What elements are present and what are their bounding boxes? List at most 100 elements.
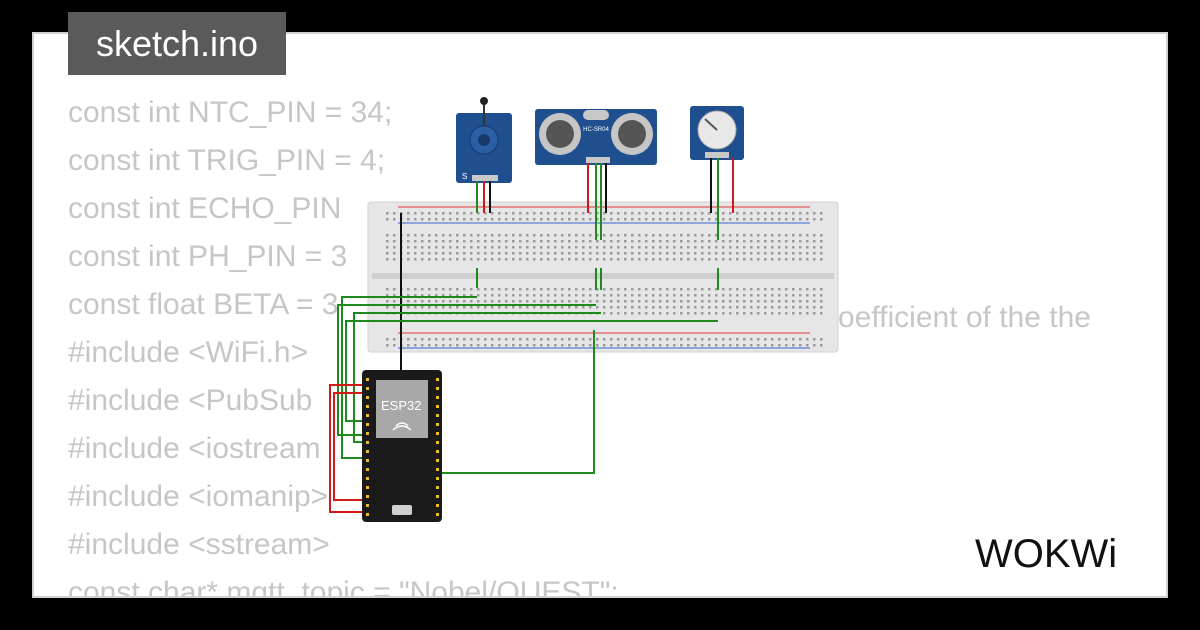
breadboard-hole (806, 344, 809, 347)
breadboard-hole (617, 306, 620, 309)
breadboard-hole (771, 258, 774, 261)
potentiometer-module[interactable] (690, 106, 744, 160)
breadboard-hole (722, 240, 725, 243)
breadboard-hole (673, 252, 676, 255)
breadboard-hole (393, 344, 396, 347)
breadboard-hole (624, 212, 627, 215)
breadboard-hole (491, 212, 494, 215)
breadboard-hole (519, 300, 522, 303)
breadboard-hole (575, 212, 578, 215)
breadboard-hole (785, 246, 788, 249)
breadboard-hole (799, 338, 802, 341)
breadboard[interactable] (367, 201, 839, 353)
breadboard-hole (582, 258, 585, 261)
esp32-pin (366, 486, 369, 489)
breadboard-hole (673, 240, 676, 243)
breadboard-hole (505, 294, 508, 297)
breadboard-hole (687, 344, 690, 347)
breadboard-hole (701, 306, 704, 309)
breadboard-hole (806, 240, 809, 243)
breadboard-hole (575, 288, 578, 291)
breadboard-hole (498, 288, 501, 291)
breadboard-hole (799, 294, 802, 297)
breadboard-hole (736, 288, 739, 291)
breadboard-hole (680, 344, 683, 347)
breadboard-hole (484, 300, 487, 303)
breadboard-hole (435, 344, 438, 347)
breadboard-hole (456, 252, 459, 255)
breadboard-hole (435, 294, 438, 297)
breadboard-hole (750, 306, 753, 309)
breadboard-hole (617, 252, 620, 255)
breadboard-hole (680, 246, 683, 249)
breadboard-hole (785, 218, 788, 221)
breadboard-hole (568, 252, 571, 255)
breadboard-hole (701, 312, 704, 315)
breadboard-hole (512, 218, 515, 221)
breadboard-hole (491, 234, 494, 237)
breadboard-hole (596, 246, 599, 249)
breadboard-hole (778, 288, 781, 291)
breadboard-hole (631, 246, 634, 249)
breadboard-hole (421, 212, 424, 215)
breadboard-hole (792, 246, 795, 249)
breadboard-hole (687, 300, 690, 303)
breadboard-hole (498, 252, 501, 255)
breadboard-hole (491, 258, 494, 261)
breadboard-hole (582, 252, 585, 255)
breadboard-hole (659, 240, 662, 243)
breadboard-hole (631, 258, 634, 261)
ntc-sensor-module[interactable]: S (456, 97, 512, 183)
breadboard-hole (561, 218, 564, 221)
breadboard-hole (806, 288, 809, 291)
breadboard-hole (652, 344, 655, 347)
wires (329, 158, 734, 513)
breadboard-hole (505, 246, 508, 249)
breadboard-hole (652, 306, 655, 309)
breadboard-hole (547, 288, 550, 291)
breadboard-hole (610, 212, 613, 215)
breadboard-hole (694, 338, 697, 341)
breadboard-hole (757, 338, 760, 341)
breadboard-hole (547, 294, 550, 297)
breadboard-hole (421, 246, 424, 249)
breadboard-hole (554, 338, 557, 341)
breadboard-hole (414, 300, 417, 303)
breadboard-hole (519, 240, 522, 243)
breadboard-hole (820, 218, 823, 221)
breadboard-hole (813, 240, 816, 243)
breadboard-hole (610, 294, 613, 297)
ultrasonic-sensor-module[interactable]: HC-SR04 (535, 109, 657, 165)
breadboard-hole (806, 218, 809, 221)
breadboard-hole (715, 234, 718, 237)
esp32-pin (366, 513, 369, 516)
breadboard-hole (568, 344, 571, 347)
breadboard-hole (428, 338, 431, 341)
breadboard-hole (715, 312, 718, 315)
breadboard-hole (421, 218, 424, 221)
breadboard-hole (540, 212, 543, 215)
breadboard-hole (624, 258, 627, 261)
breadboard-hole (750, 234, 753, 237)
breadboard-hole (652, 300, 655, 303)
breadboard-hole (596, 258, 599, 261)
breadboard-hole (512, 300, 515, 303)
breadboard-hole (624, 246, 627, 249)
breadboard-hole (624, 218, 627, 221)
breadboard-hole (799, 306, 802, 309)
breadboard-hole (701, 218, 704, 221)
breadboard-hole (764, 234, 767, 237)
breadboard-hole (736, 212, 739, 215)
esp32-pin (366, 396, 369, 399)
breadboard-hole (477, 338, 480, 341)
breadboard-hole (421, 234, 424, 237)
file-tab[interactable]: sketch.ino (68, 12, 286, 75)
breadboard-hole (533, 344, 536, 347)
breadboard-hole (449, 288, 452, 291)
breadboard-hole (470, 218, 473, 221)
esp32-board[interactable]: ESP32 (362, 370, 442, 522)
breadboard-hole (540, 234, 543, 237)
breadboard-hole (743, 212, 746, 215)
breadboard-hole (596, 338, 599, 341)
breadboard-hole (820, 212, 823, 215)
